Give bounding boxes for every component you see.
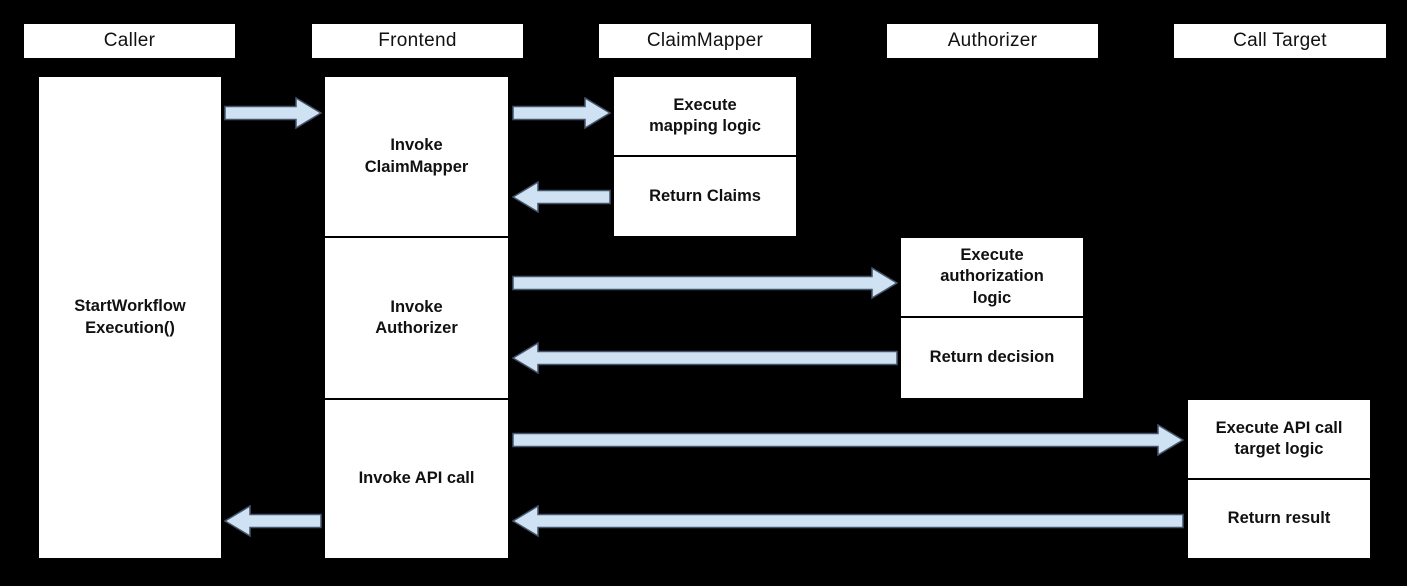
arrow-frontend-to-authorizer bbox=[512, 267, 898, 299]
node-startworkflow-execution: StartWorkflow Execution() bbox=[37, 75, 223, 560]
arrow-authorizer-to-frontend bbox=[512, 342, 898, 374]
node-return-result: Return result bbox=[1186, 478, 1372, 560]
arrow-caller-to-frontend bbox=[224, 97, 322, 129]
node-execute-api-target-logic: Execute API call target logic bbox=[1186, 398, 1372, 480]
arrow-frontend-to-claimmapper bbox=[512, 97, 611, 129]
node-invoke-api-call: Invoke API call bbox=[323, 398, 510, 560]
lane-header-authorizer: Authorizer bbox=[885, 22, 1100, 60]
lane-header-frontend: Frontend bbox=[310, 22, 525, 60]
node-return-claims: Return Claims bbox=[612, 155, 798, 238]
arrow-frontend-to-caller bbox=[224, 505, 322, 537]
node-execute-authorization-logic: Execute authorization logic bbox=[899, 236, 1085, 318]
node-execute-mapping-logic: Execute mapping logic bbox=[612, 75, 798, 157]
node-invoke-authorizer: Invoke Authorizer bbox=[323, 236, 510, 400]
arrow-calltarget-to-frontend bbox=[512, 505, 1184, 537]
lane-header-calltarget: Call Target bbox=[1172, 22, 1388, 60]
arrow-claimmapper-to-frontend bbox=[512, 181, 611, 213]
node-invoke-claimmapper: Invoke ClaimMapper bbox=[323, 75, 510, 238]
arrow-frontend-to-calltarget bbox=[512, 424, 1184, 456]
lane-header-caller: Caller bbox=[22, 22, 237, 60]
node-return-decision: Return decision bbox=[899, 316, 1085, 400]
lane-header-claimmapper: ClaimMapper bbox=[597, 22, 813, 60]
